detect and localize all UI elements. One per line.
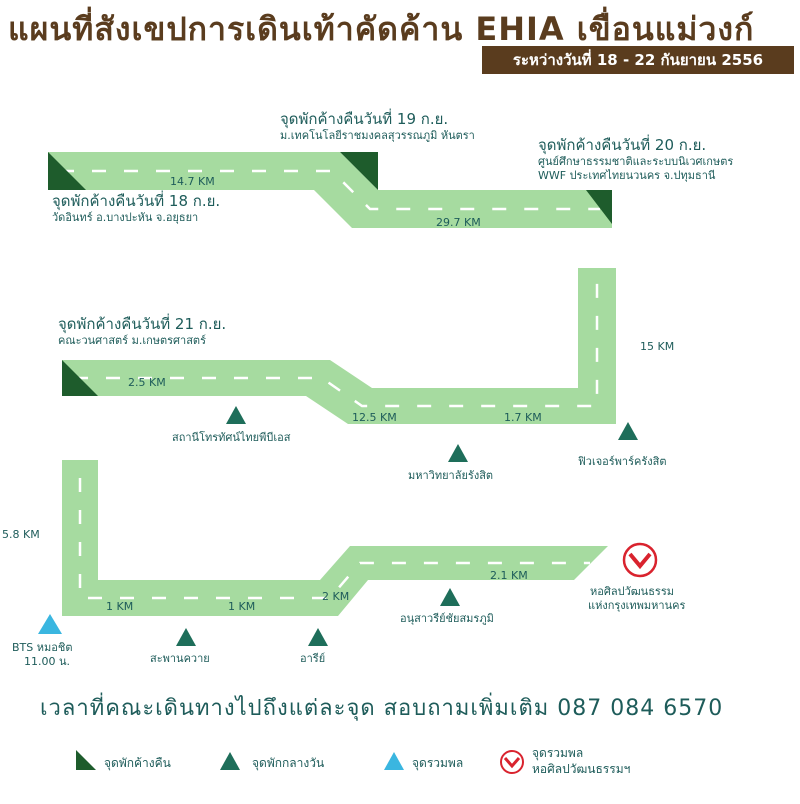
road-body — [62, 460, 608, 616]
rest-stop-marker — [176, 628, 196, 646]
camp-day20-title: จุดพักค้างคืนวันที่ 20 ก.ย. — [538, 134, 706, 155]
legend-meet-icon — [384, 752, 404, 770]
road-center-line — [74, 280, 599, 408]
road-segment-3 — [62, 460, 608, 616]
date-banner: ระหว่างวันที่ 18 - 22 กันยายน 2556 — [482, 46, 794, 74]
distance-label: 5.8 KM — [2, 528, 40, 541]
camp-day19-title: จุดพักค้างคืนวันที่ 19 ก.ย. — [280, 108, 448, 129]
distance-label: 2.5 KM — [128, 376, 166, 389]
rest-stop-marker — [448, 444, 468, 462]
rest-stop-label: มหาวิทยาลัยรังสิต — [408, 469, 493, 482]
camp-marker-day19 — [340, 152, 378, 190]
rest-stop-label: สะพานควาย — [150, 652, 210, 665]
distance-label: 1.7 KM — [504, 411, 542, 424]
camp-day20-place2: WWF ประเทศไทยนวนคร จ.ปทุมธานี — [538, 169, 716, 182]
road-center-line — [60, 169, 600, 211]
legend-meet-label: จุดรวมพล — [412, 756, 464, 770]
camp-day18-place: วัดอินทร์ อ.บางปะหัน จ.อยุธยา — [52, 211, 198, 224]
legend-rest-label: จุดพักกลางวัน — [252, 756, 325, 770]
destination-label-1: หอศิลปวัฒนธรรม — [590, 585, 674, 598]
camp-marker-day18 — [48, 152, 86, 190]
camp-day21-title: จุดพักค้างคืนวันที่ 21 ก.ย. — [58, 313, 226, 334]
distance-label: 12.5 KM — [352, 411, 397, 424]
distance-label: 2 KM — [322, 590, 349, 603]
meeting-point-marker — [38, 614, 62, 634]
camp-day20-place1: ศูนย์ศึกษาธรรมชาติและระบบนิเวศเกษตร — [538, 155, 733, 168]
road-body — [62, 268, 616, 424]
distance-label: 1 KM — [228, 600, 255, 613]
road-segment-2 — [62, 268, 616, 424]
camp-marker-day21 — [62, 360, 98, 396]
page-title: แผนที่สังเขปการเดินเท้าคัดค้าน EHIA เขื่… — [8, 10, 755, 48]
footer-contact: เวลาที่คณะเดินทางไปถึงแต่ละจุด สอบถามเพิ… — [40, 696, 724, 721]
distance-label: 2.1 KM — [490, 569, 528, 582]
distance-label: 29.7 KM — [436, 216, 481, 229]
camp-day21-place: คณะวนศาสตร์ ม.เกษตรศาสตร์ — [58, 334, 206, 347]
destination-label-2: แห่งกรุงเทพมหานคร — [588, 599, 685, 612]
legend-dest-label-2: หอศิลปวัฒนธรรมฯ — [532, 762, 631, 776]
rest-stop-marker — [440, 588, 460, 606]
legend-rest-icon — [220, 752, 240, 770]
destination-marker — [622, 542, 658, 578]
legend-camp-label: จุดพักค้างคืน — [104, 756, 171, 770]
road-segment-1 — [48, 152, 612, 228]
rest-stop-marker — [226, 406, 246, 424]
legend-destination-icon — [500, 750, 524, 774]
distance-label: 1 KM — [106, 600, 133, 613]
rest-stop-label: อนุสาวรีย์ชัยสมรภูมิ — [400, 612, 494, 625]
camp-marker-day20 — [586, 190, 612, 224]
distance-label: 14.7 KM — [170, 175, 215, 188]
meeting-point-time: 11.00 น. — [24, 655, 70, 668]
rest-stop-marker — [618, 422, 638, 440]
rest-stop-marker — [308, 628, 328, 646]
rest-stop-label: อารีย์ — [300, 652, 325, 665]
rest-stop-label: ฟิวเจอร์พาร์ครังสิต — [578, 455, 667, 468]
legend-camp-icon — [76, 750, 96, 770]
rest-stop-label: สถานีโทรทัศน์ไทยพีบีเอส — [172, 430, 291, 444]
distance-label: 15 KM — [640, 340, 674, 353]
camp-day18-title: จุดพักค้างคืนวันที่ 18 ก.ย. — [52, 190, 220, 211]
legend-dest-label-1: จุดรวมพล — [532, 746, 584, 760]
road-center-line — [78, 478, 590, 600]
camp-day19-place: ม.เทคโนโลยีราชมงคลสุวรรณภูมิ หันตรา — [280, 128, 475, 142]
meeting-point-label: BTS หมอชิต — [12, 641, 72, 654]
